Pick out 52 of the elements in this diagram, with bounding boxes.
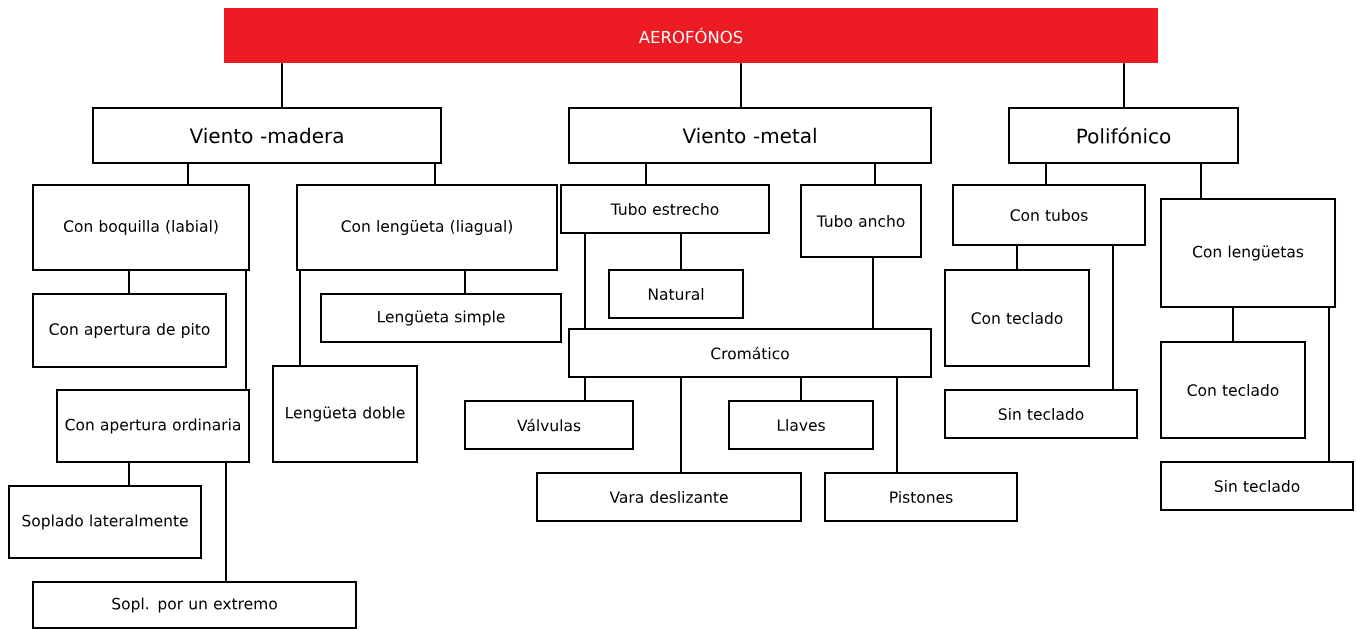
connector-line: [1123, 62, 1125, 108]
connector-line: [584, 377, 586, 401]
category-box: Viento -metal: [568, 107, 932, 164]
category-box: Lengüeta simple: [320, 293, 562, 343]
category-box: Llaves: [728, 400, 874, 450]
category-box: Tubo ancho: [800, 184, 922, 258]
connector-line: [874, 163, 876, 185]
connector-line: [680, 377, 682, 473]
category-box: Lengüeta doble: [272, 365, 418, 463]
connector-line: [464, 270, 466, 294]
category-box: Pistones: [824, 472, 1018, 522]
connector-line: [1328, 307, 1330, 462]
category-box: Cromático: [568, 328, 932, 378]
category-box: Con apertura ordinaria: [56, 389, 250, 463]
connector-line: [872, 257, 874, 329]
connector-line: [584, 233, 586, 329]
connector-line: [1045, 163, 1047, 185]
connector-line: [896, 377, 898, 473]
connector-line: [645, 163, 647, 185]
connector-line: [740, 62, 742, 108]
connector-line: [187, 163, 189, 185]
connector-line: [128, 270, 130, 294]
category-box: Tubo estrecho: [560, 184, 770, 234]
title-banner: AEROFÓNOS: [224, 8, 1158, 63]
connector-line: [1016, 245, 1018, 270]
category-box: Con tubos: [952, 184, 1146, 246]
category-box: Con boquilla (labial): [32, 184, 250, 271]
connector-line: [299, 270, 301, 366]
category-box: Sin teclado: [1160, 461, 1354, 511]
category-box: Soplado lateralmente: [8, 485, 202, 559]
category-box: Con apertura de pito: [32, 293, 227, 368]
category-box: Viento -madera: [92, 107, 442, 164]
connector-line: [245, 270, 247, 390]
category-box: Sopl. por un extremo: [32, 581, 357, 629]
category-box: Con teclado: [944, 269, 1090, 367]
connector-line: [1232, 307, 1234, 342]
category-box: Sin teclado: [944, 389, 1138, 439]
category-box: Con teclado: [1160, 341, 1306, 439]
connector-line: [128, 462, 130, 486]
category-box: Vara deslizante: [536, 472, 802, 522]
category-box: Con lengüetas: [1160, 198, 1336, 308]
connector-line: [281, 62, 283, 108]
connector-line: [434, 163, 436, 185]
connector-line: [1200, 163, 1202, 199]
connector-line: [680, 233, 682, 270]
connector-line: [800, 377, 802, 401]
category-box: Polifónico: [1008, 107, 1239, 164]
category-box: Con lengüeta (liagual): [296, 184, 558, 271]
connector-line: [225, 462, 227, 582]
category-box: Válvulas: [464, 400, 634, 450]
category-box: Natural: [608, 269, 744, 319]
connector-line: [1112, 245, 1114, 390]
